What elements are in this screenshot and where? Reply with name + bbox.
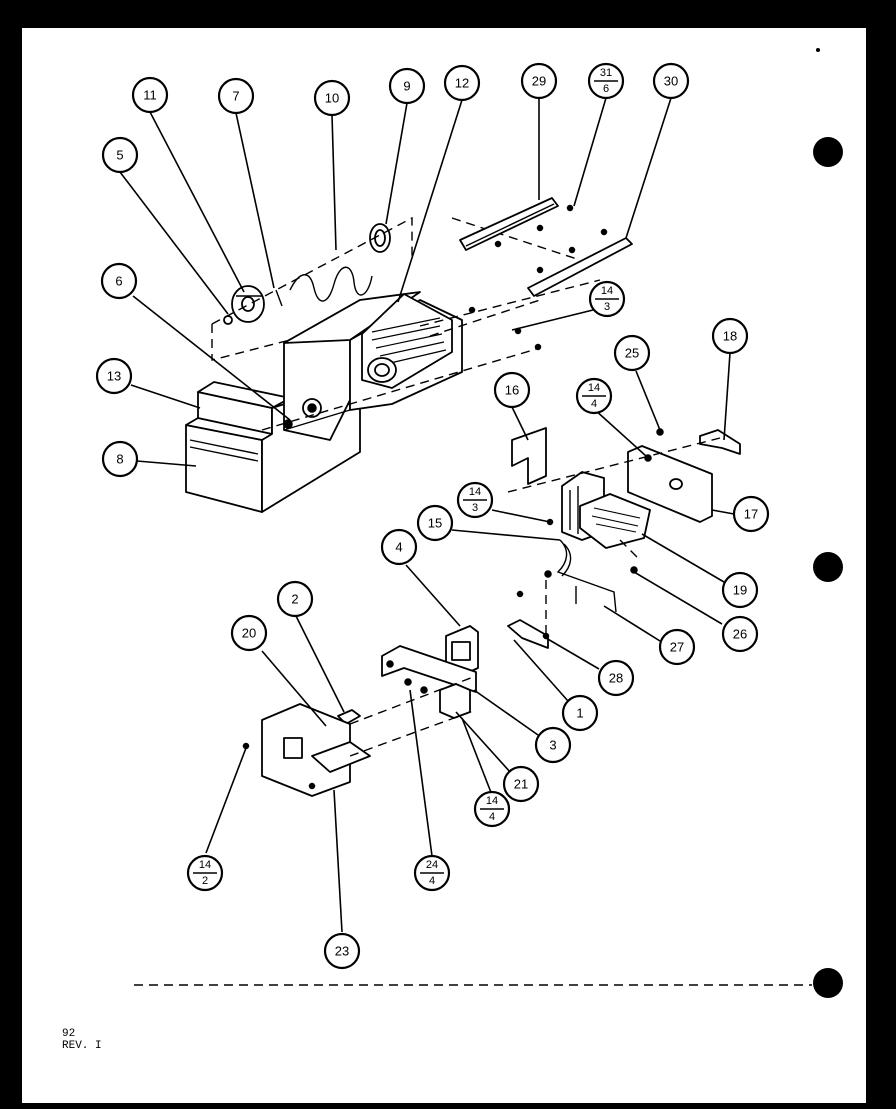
callout-14-4b: 144 (473, 790, 511, 828)
callout-20-label: 20 (242, 626, 256, 641)
callout-7: 7 (217, 77, 255, 115)
speck-mark (816, 48, 820, 52)
callout-11: 11 (131, 76, 169, 114)
callout-12: 12 (443, 64, 481, 102)
callout-6: 6 (100, 262, 138, 300)
leader-lines (119, 97, 735, 933)
binder-hole-middle (813, 552, 843, 582)
callout-26-label: 26 (733, 627, 747, 642)
callout-14-3b-bottom: 3 (472, 502, 478, 514)
callout-23: 23 (323, 932, 361, 970)
callout-12-label: 12 (455, 76, 469, 91)
rail-assembly (459, 197, 633, 297)
icemaker-assembly (507, 427, 741, 649)
callout-2: 2 (276, 580, 314, 618)
callout-14-2-top: 14 (199, 859, 211, 871)
callout-14-3a-top: 14 (601, 285, 613, 297)
callout-24-4-top: 24 (426, 859, 438, 871)
callout-5: 5 (101, 136, 139, 174)
callout-4-label: 4 (395, 540, 402, 555)
callout-2-label: 2 (291, 592, 298, 607)
callout-11-label: 11 (143, 88, 157, 103)
callout-14-4b-bottom: 4 (489, 811, 495, 823)
callout-30: 30 (652, 62, 690, 100)
callout-31-6-bottom: 6 (603, 83, 609, 95)
callout-24-4: 244 (413, 854, 451, 892)
callout-6-label: 6 (115, 274, 122, 289)
callout-17: 17 (732, 495, 770, 533)
callout-25-label: 25 (625, 346, 639, 361)
callout-30-label: 30 (664, 74, 678, 89)
callout-28: 28 (597, 659, 635, 697)
callout-14-3a: 143 (588, 280, 626, 318)
callout-5-label: 5 (116, 148, 123, 163)
callout-14-4a: 144 (575, 377, 613, 415)
callout-7-label: 7 (232, 89, 239, 104)
callout-16-label: 16 (505, 383, 519, 398)
callout-14-3a-bottom: 3 (604, 301, 610, 313)
callout-10-label: 10 (325, 91, 339, 106)
callout-18-label: 18 (723, 329, 737, 344)
callout-4: 4 (380, 528, 418, 566)
callout-27-label: 27 (670, 640, 684, 655)
callout-14-2-bottom: 2 (202, 875, 208, 887)
callout-14-4a-top: 14 (588, 382, 600, 394)
binder-hole-top (813, 137, 843, 167)
callout-24-4-bottom: 4 (429, 875, 435, 887)
callout-26: 26 (721, 615, 759, 653)
callout-14-4a-bottom: 4 (591, 398, 597, 410)
callout-31-6-top: 31 (600, 67, 612, 79)
callout-3: 3 (534, 726, 572, 764)
callout-14-4b-top: 14 (486, 795, 498, 807)
callout-14-2: 142 (186, 854, 224, 892)
callout-14-3b-top: 14 (469, 486, 481, 498)
binder-hole-bottom (813, 968, 843, 998)
callout-19: 19 (721, 571, 759, 609)
callout-9-label: 9 (403, 79, 410, 94)
callout-13: 13 (95, 357, 133, 395)
callout-10: 10 (313, 79, 351, 117)
callout-3-label: 3 (549, 738, 556, 753)
control-box-assembly (242, 625, 479, 797)
callout-28-label: 28 (609, 671, 623, 686)
callout-16: 16 (493, 371, 531, 409)
housing-assembly (185, 216, 601, 513)
callout-13-label: 13 (107, 369, 121, 384)
callout-15: 15 (416, 504, 454, 542)
callout-21: 21 (502, 765, 540, 803)
callout-31-6: 316 (587, 62, 625, 100)
callout-18: 18 (711, 317, 749, 355)
callout-1-label: 1 (576, 706, 583, 721)
callout-17-label: 17 (744, 507, 758, 522)
callout-20: 20 (230, 614, 268, 652)
callout-1: 1 (561, 694, 599, 732)
callout-9: 9 (388, 67, 426, 105)
callout-8-label: 8 (116, 452, 123, 467)
drawing-sheet (22, 28, 866, 1103)
revision-label: REV. I (62, 1040, 102, 1052)
callout-27: 27 (658, 628, 696, 666)
callout-21-label: 21 (514, 777, 528, 792)
callout-14-3b: 143 (456, 481, 494, 519)
drawing-code: 92 (62, 1028, 76, 1040)
callout-23-label: 23 (335, 944, 349, 959)
callout-8: 8 (101, 440, 139, 478)
callout-29-label: 29 (532, 74, 546, 89)
callout-19-label: 19 (733, 583, 747, 598)
callout-25: 25 (613, 334, 651, 372)
revision-block: 92 REV. I (62, 1028, 102, 1052)
callout-29: 29 (520, 62, 558, 100)
callout-15-label: 15 (428, 516, 442, 531)
